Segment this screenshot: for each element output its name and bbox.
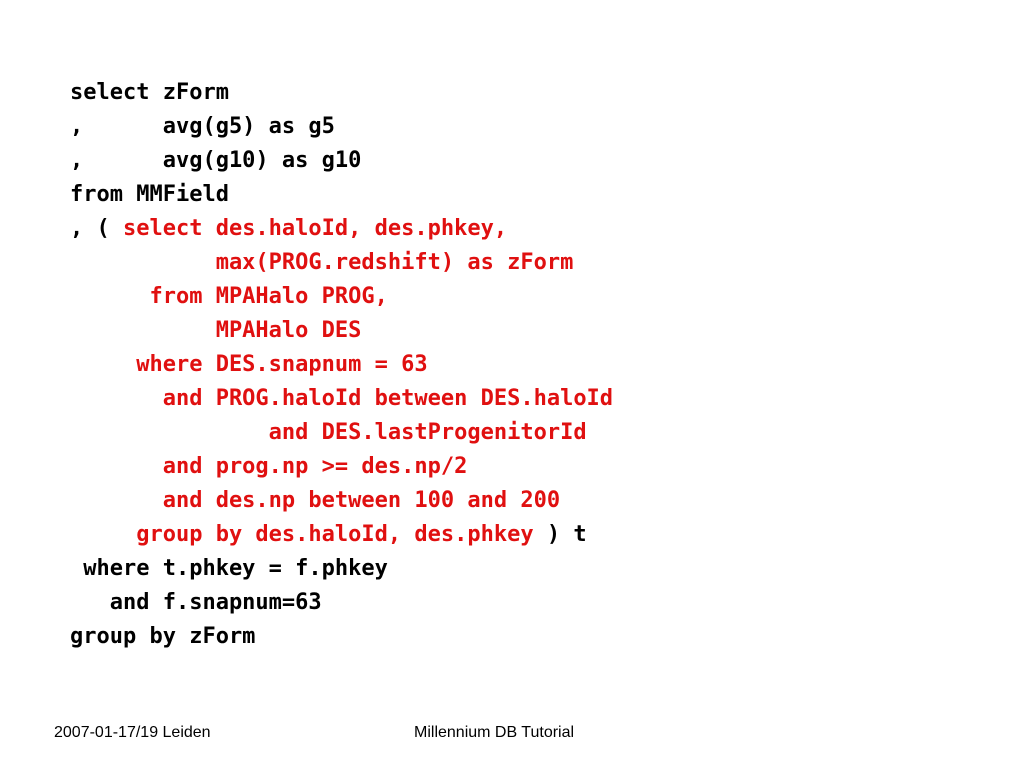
code-line: , avg(g10) as g10 <box>70 144 613 178</box>
code-segment: from MMField <box>70 182 229 207</box>
code-line: select zForm <box>70 76 613 110</box>
code-line: max(PROG.redshift) as zForm <box>70 246 613 280</box>
subquery-code-segment: and prog.np >= des.np/2 <box>70 454 468 479</box>
code-line: from MMField <box>70 178 613 212</box>
code-segment: , ( <box>70 216 123 241</box>
code-line: and f.snapnum=63 <box>70 586 613 620</box>
code-segment: group by zForm <box>70 624 256 649</box>
code-line: and des.np between 100 and 200 <box>70 484 613 518</box>
subquery-code-segment: select des.haloId, des.phkey, <box>122 216 508 241</box>
code-line: where t.phkey = f.phkey <box>70 552 613 586</box>
code-line: and PROG.haloId between DES.haloId <box>70 382 613 416</box>
subquery-code-segment: and PROG.haloId between DES.haloId <box>70 386 614 411</box>
code-segment: ) t <box>533 522 587 547</box>
code-segment: , avg(g5) as g5 <box>70 114 335 139</box>
code-line: where DES.snapnum = 63 <box>70 348 613 382</box>
code-line: , ( select des.haloId, des.phkey, <box>70 212 613 246</box>
code-segment: where t.phkey = f.phkey <box>70 556 388 581</box>
sql-query-code-block: select zForm , avg(g5) as g5 , avg(g10) as… <box>70 76 613 654</box>
subquery-code-segment: and des.np between 100 and 200 <box>70 488 561 513</box>
footer-title: Millennium DB Tutorial <box>414 724 575 741</box>
code-line: , avg(g5) as g5 <box>70 110 613 144</box>
code-segment: , avg(g10) as g10 <box>70 148 362 173</box>
code-line: from MPAHalo PROG, <box>70 280 613 314</box>
subquery-code-segment: group by des.haloId, des.phkey <box>70 522 534 547</box>
subquery-code-segment: max(PROG.redshift) as zForm <box>70 250 574 275</box>
footer-date-location: 2007-01-17/19 Leiden <box>54 724 211 741</box>
code-line: and DES.lastProgenitorId <box>70 416 613 450</box>
code-line: group by des.haloId, des.phkey ) t <box>70 518 613 552</box>
subquery-code-segment: MPAHalo DES <box>70 318 362 343</box>
code-line: group by zForm <box>70 620 613 654</box>
code-segment: and f.snapnum=63 <box>70 590 322 615</box>
subquery-code-segment: where DES.snapnum = 63 <box>70 352 428 377</box>
code-segment: select zForm <box>70 80 229 105</box>
subquery-code-segment: and DES.lastProgenitorId <box>70 420 587 445</box>
code-line: and prog.np >= des.np/2 <box>70 450 613 484</box>
subquery-code-segment: from MPAHalo PROG, <box>70 284 388 309</box>
code-line: MPAHalo DES <box>70 314 613 348</box>
